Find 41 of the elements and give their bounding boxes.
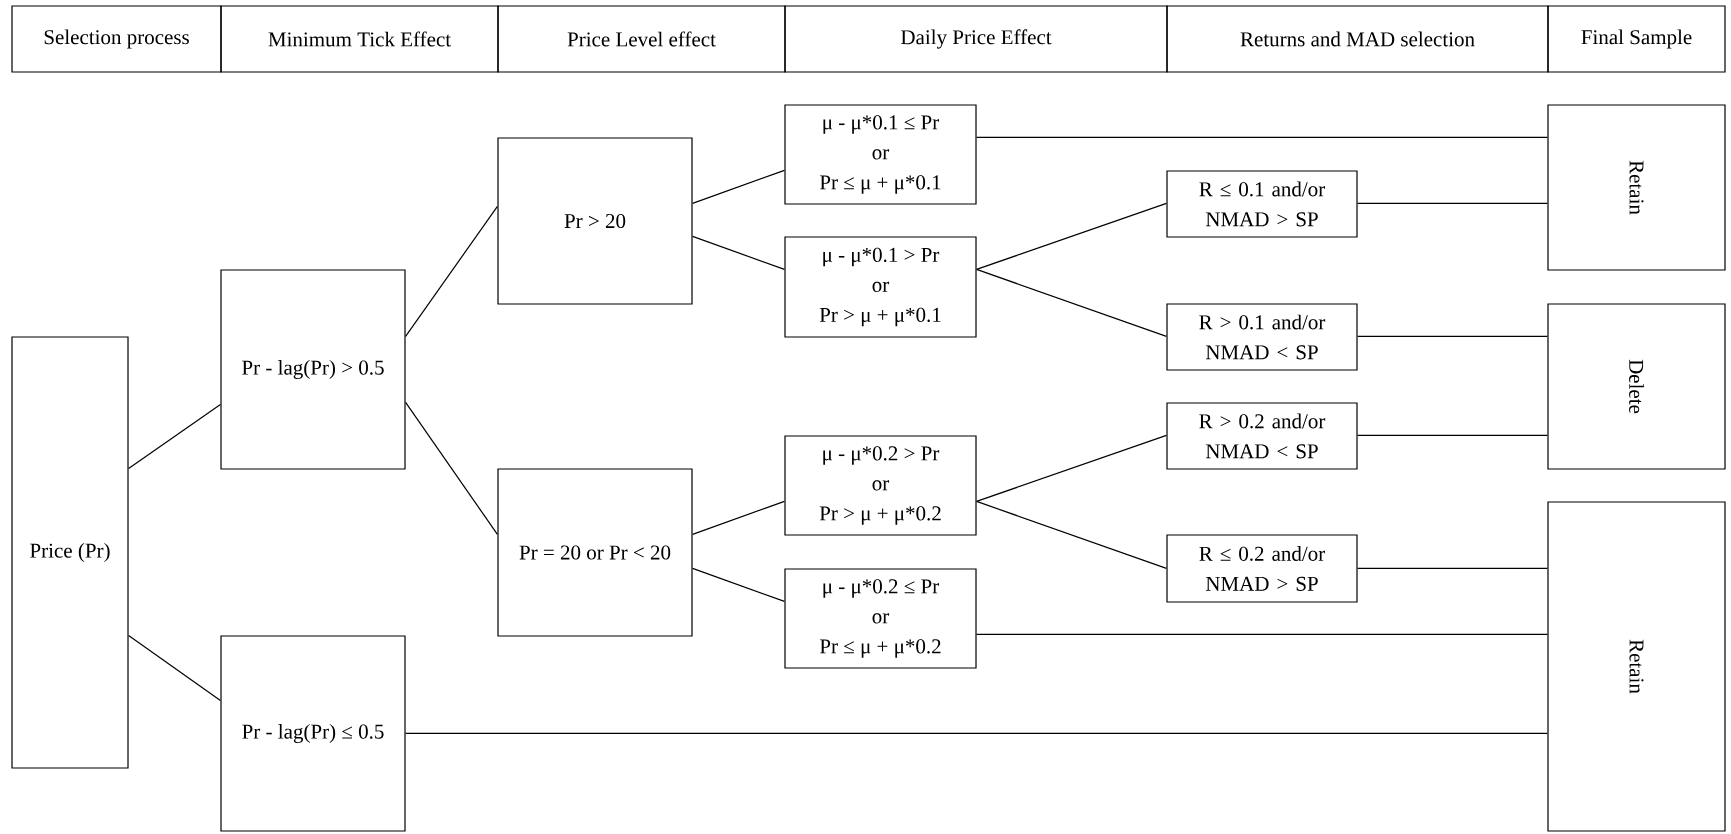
connector-line (405, 205, 498, 337)
process-box: μ - μ*0.1 ≤ Pr or Pr ≤ μ + μ*0.1 (784, 104, 977, 205)
connector-line (976, 136, 1548, 138)
process-box: μ - μ*0.1 > Pr or Pr > μ + μ*0.1 (784, 236, 977, 338)
connector-line (976, 500, 1167, 569)
header-cell: Daily Price Effect (784, 5, 1168, 73)
header-cell: Final Sample (1547, 5, 1726, 73)
connector-line (128, 403, 221, 469)
process-box: R > 0.2 and/or NMAD < SP (1166, 402, 1358, 470)
connector-line (692, 500, 785, 535)
process-box: μ - μ*0.2 ≤ Pr or Pr ≤ μ + μ*0.2 (784, 568, 977, 669)
connector-line (1357, 567, 1548, 569)
header-cell: Minimum Tick Effect (220, 5, 499, 73)
connector-line (1357, 335, 1548, 337)
process-box: μ - μ*0.2 > Pr or Pr > μ + μ*0.2 (784, 435, 977, 536)
connector-line (976, 202, 1167, 270)
process-box: R > 0.1 and/or NMAD < SP (1166, 303, 1358, 371)
header-cell: Returns and MAD selection (1166, 5, 1549, 73)
outcome-box: Retain (1547, 501, 1726, 832)
connector-line (692, 169, 785, 204)
outcome-box: Delete (1547, 303, 1726, 470)
connector-line (128, 634, 221, 701)
connector-line (405, 732, 1548, 734)
connector-line (976, 633, 1548, 635)
connector-line (976, 434, 1167, 502)
process-box: Pr - lag(Pr) ≤ 0.5 (220, 635, 406, 832)
connector-line (692, 235, 785, 270)
process-box: Price (Pr) (11, 336, 129, 769)
connector-line (1357, 434, 1548, 436)
process-box: Pr - lag(Pr) > 0.5 (220, 269, 406, 470)
process-box: Pr > 20 (497, 137, 693, 305)
process-box: R ≤ 0.2 and/or NMAD > SP (1166, 534, 1358, 603)
connector-line (976, 268, 1167, 337)
process-box: Pr = 20 or Pr < 20 (497, 468, 693, 637)
connector-line (1357, 202, 1548, 204)
header-cell: Selection process (11, 5, 222, 73)
connector-line (692, 567, 785, 602)
outcome-box: Retain (1547, 104, 1726, 271)
process-box: R ≤ 0.1 and/or NMAD > SP (1166, 170, 1358, 238)
connector-line (405, 401, 498, 535)
header-cell: Price Level effect (497, 5, 786, 73)
